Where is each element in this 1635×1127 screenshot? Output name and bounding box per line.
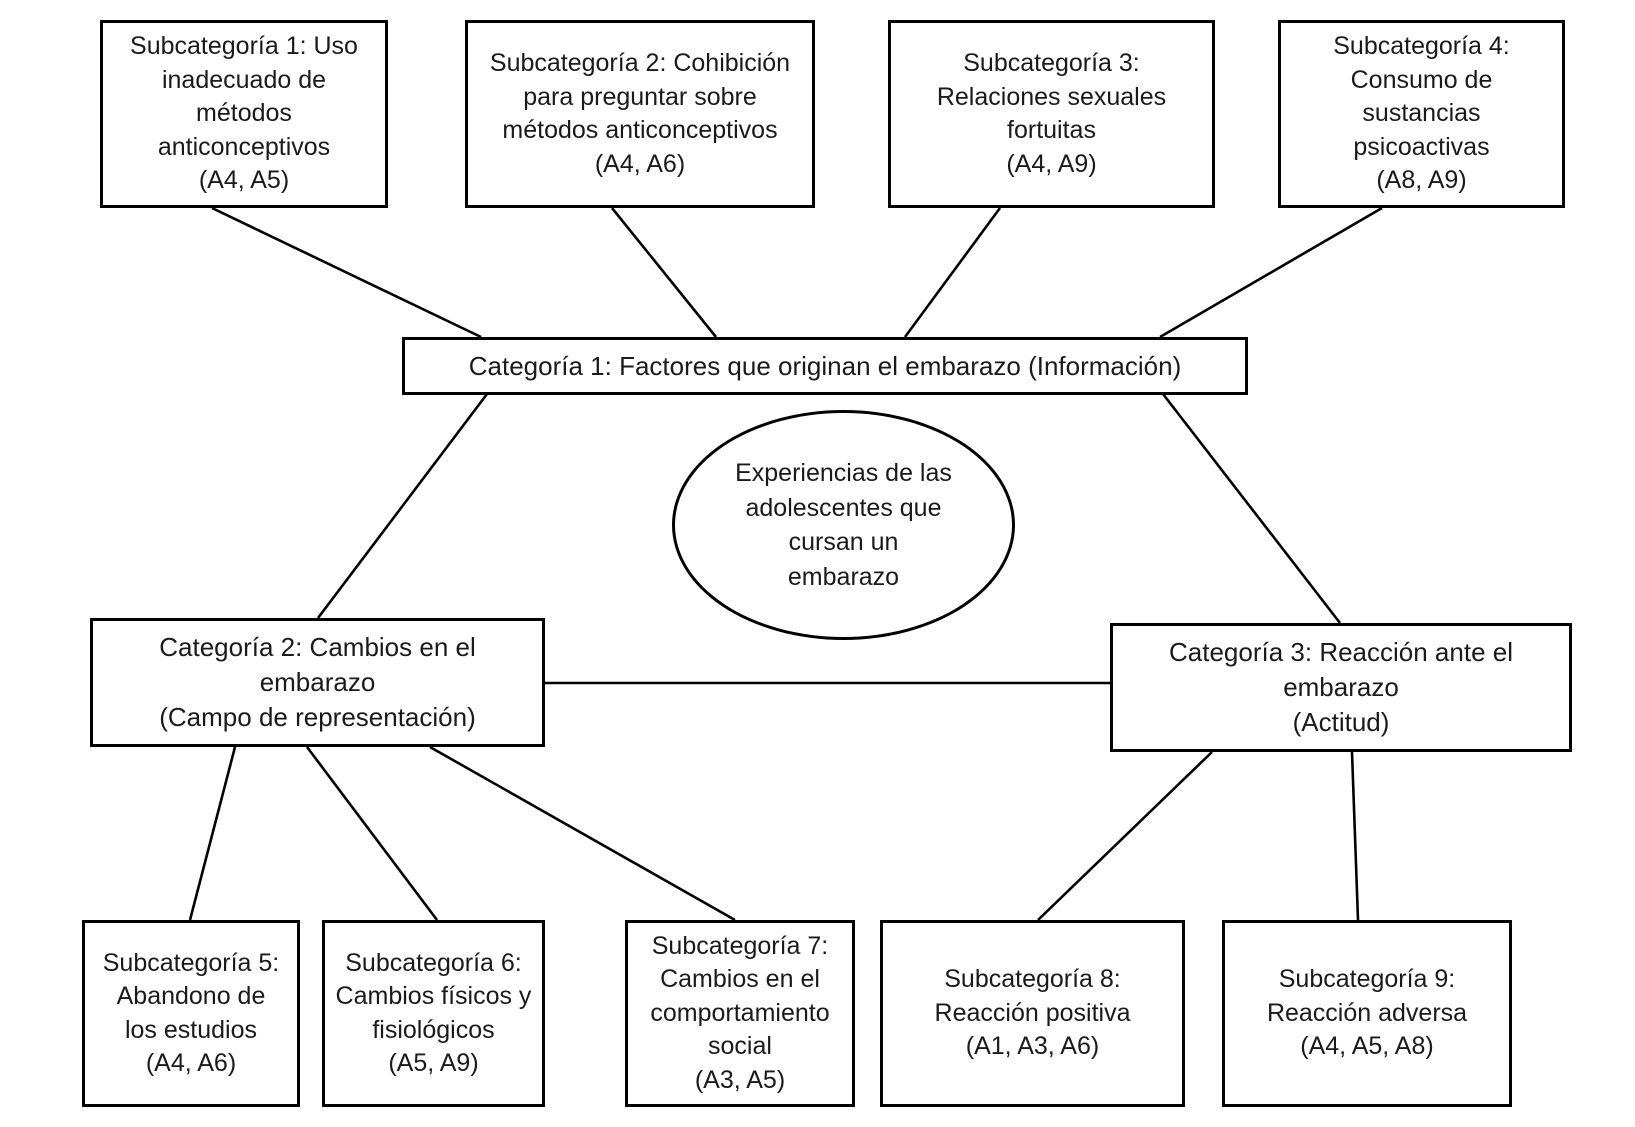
edge-cat1-cat2 xyxy=(316,393,489,619)
edge-cat3-sub8 xyxy=(1037,751,1213,921)
edge-sub1-cat1 xyxy=(211,206,482,339)
node-label: Subcategoría 5: Abandono de los estudios… xyxy=(102,948,280,1078)
node-subcategoria-8[interactable]: Subcategoría 8: Reacción positiva (A1, A… xyxy=(880,920,1185,1107)
node-label: Subcategoría 4: Consumo de sustancias ps… xyxy=(1333,32,1510,195)
node-label: Subcategoría 8: Reacción positiva (A1, A… xyxy=(934,965,1131,1061)
node-label: Categoría 2: Cambios en el embarazo (Cam… xyxy=(159,632,476,732)
node-subcategoria-1[interactable]: Subcategoría 1: Uso inadecuado de método… xyxy=(100,20,388,208)
center-node-label: Experiencias de las adolescentes que cur… xyxy=(735,459,952,591)
node-label: Subcategoría 7: Cambios en el comportami… xyxy=(650,931,830,1094)
edge-sub2-cat1 xyxy=(610,207,718,338)
center-node-experiencias[interactable]: Experiencias de las adolescentes que cur… xyxy=(672,410,1015,640)
node-subcategoria-4[interactable]: Subcategoría 4: Consumo de sustancias ps… xyxy=(1278,20,1565,208)
node-subcategoria-7[interactable]: Subcategoría 7: Cambios en el comportami… xyxy=(625,920,855,1107)
edge-sub4-cat1 xyxy=(1159,206,1383,339)
node-subcategoria-2[interactable]: Subcategoría 2: Cohibición para pregunta… xyxy=(465,20,815,208)
node-label: Subcategoría 3: Relaciones sexuales fort… xyxy=(936,49,1167,178)
node-categoria-2[interactable]: Categoría 2: Cambios en el embarazo (Cam… xyxy=(90,618,545,747)
node-label: Subcategoría 2: Cohibición para pregunta… xyxy=(489,49,791,178)
edge-cat1-cat3 xyxy=(1161,393,1342,624)
edge-cat2-sub7 xyxy=(429,745,736,922)
node-categoria-1[interactable]: Categoría 1: Factores que originan el em… xyxy=(402,337,1248,395)
node-subcategoria-9[interactable]: Subcategoría 9: Reacción adversa (A4, A5… xyxy=(1222,920,1512,1107)
node-label: Subcategoría 9: Reacción adversa (A4, A5… xyxy=(1266,965,1468,1061)
node-categoria-3[interactable]: Categoría 3: Reacción ante el embarazo (… xyxy=(1110,623,1572,752)
node-label: Subcategoría 6: Cambios físicos y fisiol… xyxy=(335,948,532,1078)
node-label: Subcategoría 1: Uso inadecuado de método… xyxy=(130,32,358,195)
edge-cat2-sub5 xyxy=(188,746,237,921)
node-label: Categoría 3: Reacción ante el embarazo (… xyxy=(1169,637,1513,737)
node-subcategoria-5[interactable]: Subcategoría 5: Abandono de los estudios… xyxy=(82,920,300,1107)
node-subcategoria-6[interactable]: Subcategoría 6: Cambios físicos y fisiol… xyxy=(322,920,545,1107)
node-subcategoria-3[interactable]: Subcategoría 3: Relaciones sexuales fort… xyxy=(888,20,1215,208)
node-label: Categoría 1: Factores que originan el em… xyxy=(468,350,1182,381)
edge-cat3-sub9 xyxy=(1350,751,1360,921)
edge-sub3-cat1 xyxy=(903,207,1002,338)
edge-cat2-sub6 xyxy=(305,746,439,921)
